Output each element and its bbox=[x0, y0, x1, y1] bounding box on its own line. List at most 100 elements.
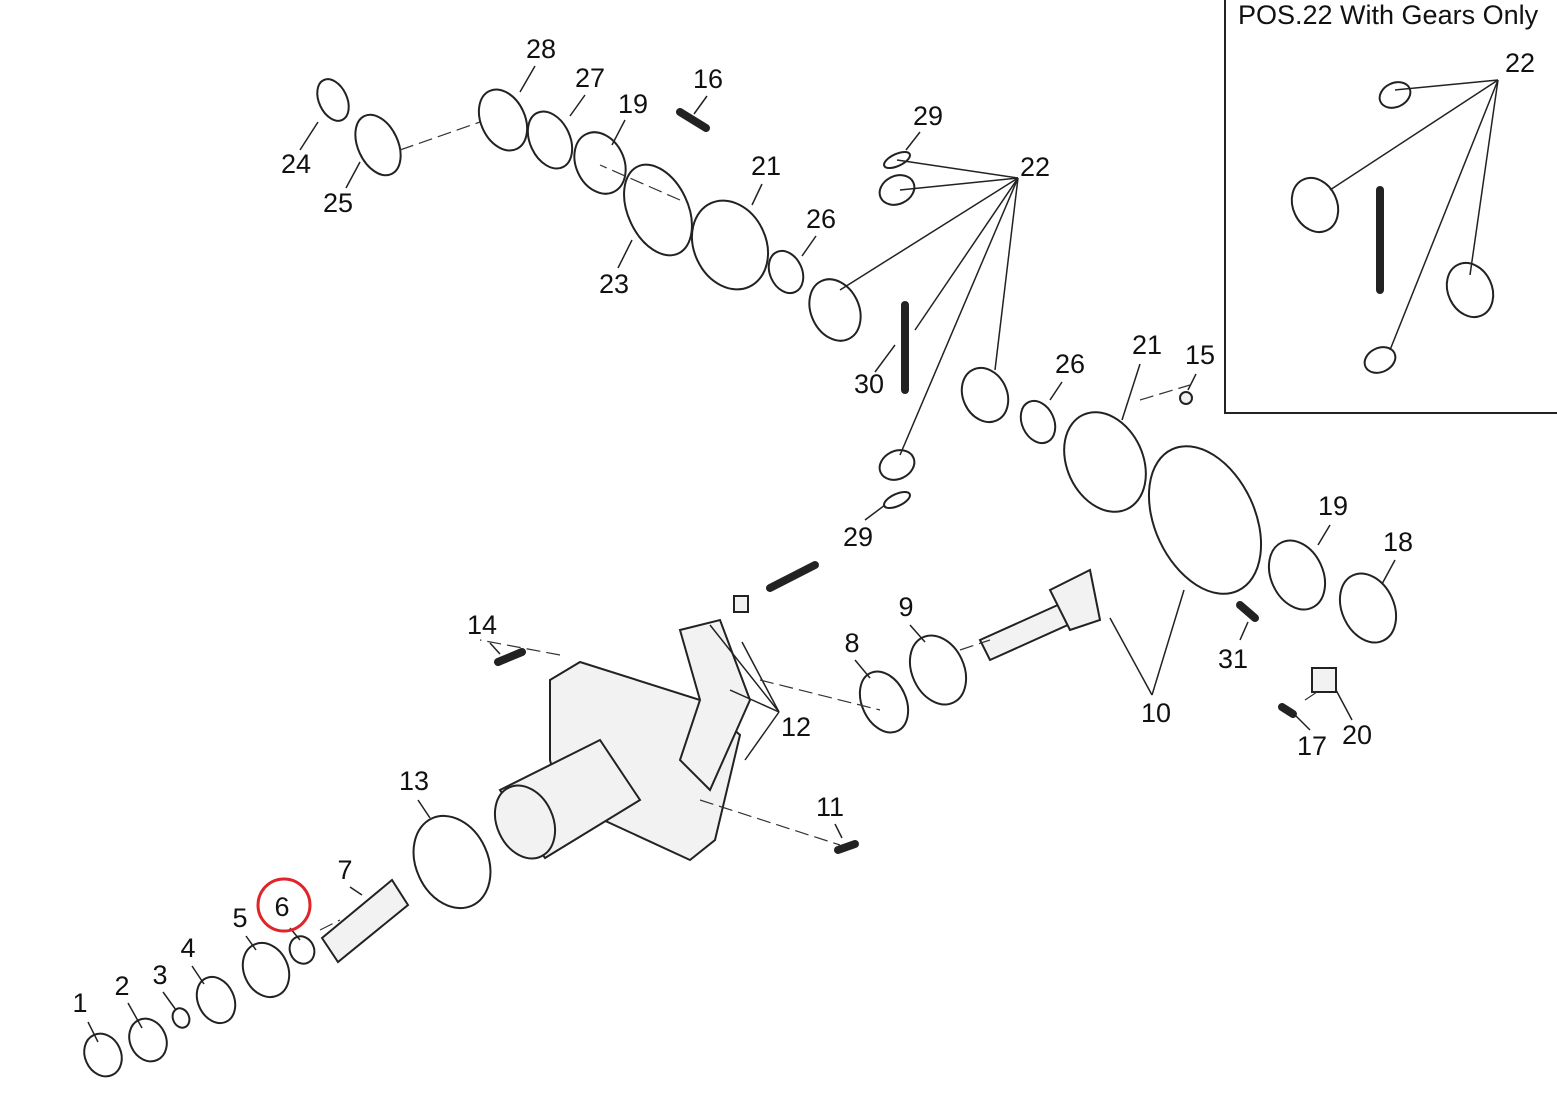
leader-line bbox=[1317, 524, 1331, 546]
callout-28: 28 bbox=[526, 34, 556, 64]
leader-line bbox=[519, 65, 536, 93]
nut-1 bbox=[83, 1032, 123, 1078]
callout-23: 23 bbox=[599, 269, 629, 299]
leader-line bbox=[1389, 79, 1499, 351]
tube-end bbox=[493, 784, 557, 860]
leader-line bbox=[1329, 79, 1499, 191]
callout-30: 30 bbox=[854, 369, 884, 399]
leader-line bbox=[349, 886, 363, 896]
leader-line bbox=[914, 177, 1019, 331]
leader-line bbox=[909, 624, 926, 643]
leader-line bbox=[127, 1002, 143, 1029]
leader-line bbox=[751, 183, 763, 206]
callout-18: 18 bbox=[1383, 527, 1413, 557]
leader-line bbox=[569, 94, 586, 117]
callout-4: 4 bbox=[180, 933, 195, 963]
leader-line bbox=[299, 121, 319, 151]
seal-4 bbox=[195, 975, 237, 1025]
callout-2: 2 bbox=[114, 971, 129, 1001]
callout-10: 10 bbox=[1141, 698, 1171, 728]
bearing-9 bbox=[908, 634, 968, 706]
o-ring-25 bbox=[354, 113, 402, 177]
callout-5: 5 bbox=[232, 903, 247, 933]
pin-11 bbox=[834, 840, 859, 854]
housing-21 bbox=[691, 199, 769, 291]
leader-line bbox=[896, 159, 1019, 179]
inset-box: POS.22 With Gears Only bbox=[1224, 0, 1557, 414]
leader-line bbox=[729, 689, 780, 713]
callout-25: 25 bbox=[323, 188, 353, 218]
highlight-circle bbox=[256, 877, 312, 933]
leader-line bbox=[489, 642, 501, 655]
leader-line bbox=[1109, 617, 1153, 696]
inset-title: POS.22 With Gears Only bbox=[1238, 0, 1539, 30]
bearing-19 bbox=[1267, 539, 1327, 611]
flange-23 bbox=[623, 163, 693, 257]
callout-19: 19 bbox=[1318, 491, 1348, 521]
axis-line bbox=[319, 919, 341, 931]
side-gear bbox=[808, 278, 862, 342]
callout-6: 6 bbox=[274, 892, 289, 922]
leader-line bbox=[87, 1021, 99, 1043]
callout-17: 17 bbox=[1297, 731, 1327, 761]
axis-line bbox=[479, 639, 561, 656]
screw-17 bbox=[1278, 703, 1297, 718]
bearing-cap-12 bbox=[678, 618, 752, 792]
callout-26: 26 bbox=[1055, 349, 1085, 379]
leader-line bbox=[417, 799, 431, 819]
leader-line bbox=[834, 823, 843, 839]
leader-line bbox=[1187, 373, 1197, 391]
callout-14: 14 bbox=[467, 610, 497, 640]
leader-line bbox=[611, 119, 626, 146]
washer-26 bbox=[1019, 399, 1057, 445]
callout-26: 26 bbox=[806, 204, 836, 234]
o-ring-3 bbox=[171, 1007, 191, 1029]
leader-line bbox=[1151, 589, 1185, 696]
callout-29: 29 bbox=[913, 101, 943, 131]
leader-line bbox=[741, 641, 780, 713]
callout-13: 13 bbox=[399, 766, 429, 796]
leader-line bbox=[345, 161, 361, 189]
leader-line bbox=[899, 177, 1019, 191]
callout-8: 8 bbox=[844, 628, 859, 658]
leader-line bbox=[1469, 79, 1499, 276]
inset-side-gear bbox=[1445, 261, 1495, 319]
sleeve-7 bbox=[320, 878, 410, 964]
leader-line bbox=[245, 935, 257, 951]
seal-13 bbox=[412, 814, 492, 910]
callout-1: 1 bbox=[72, 988, 87, 1018]
leader-line bbox=[801, 235, 817, 257]
leader-line bbox=[709, 624, 780, 713]
pin-31 bbox=[1236, 601, 1259, 622]
axis-line bbox=[759, 679, 881, 711]
axis-line bbox=[599, 164, 681, 201]
leader-line bbox=[1291, 711, 1311, 731]
callout-31: 31 bbox=[1218, 644, 1248, 674]
leader-line bbox=[1335, 689, 1353, 721]
callout-15: 15 bbox=[1185, 340, 1215, 370]
leader-line bbox=[191, 965, 205, 985]
callout-20: 20 bbox=[1342, 720, 1372, 750]
leader-line bbox=[874, 344, 896, 373]
side-gear bbox=[960, 366, 1010, 424]
callout-22: 22 bbox=[1020, 152, 1050, 182]
callout-29: 29 bbox=[843, 522, 873, 552]
leader-line bbox=[1049, 381, 1063, 401]
callout-16: 16 bbox=[693, 64, 723, 94]
callout-24: 24 bbox=[281, 149, 311, 179]
pinion-head bbox=[1048, 568, 1102, 632]
callout-21: 21 bbox=[751, 151, 781, 181]
washer-2 bbox=[128, 1017, 168, 1063]
axis-line bbox=[699, 799, 841, 846]
leader-line bbox=[905, 131, 921, 151]
leader-line bbox=[1239, 621, 1249, 641]
circlip-24 bbox=[316, 78, 350, 122]
leader-line bbox=[994, 177, 1019, 371]
washer-29 bbox=[883, 490, 911, 510]
callout-3: 3 bbox=[152, 960, 167, 990]
inset-callout-22: 22 bbox=[1505, 48, 1535, 78]
leader-line bbox=[1121, 363, 1141, 421]
nut-15 bbox=[1179, 391, 1193, 405]
ring-27 bbox=[526, 110, 574, 170]
